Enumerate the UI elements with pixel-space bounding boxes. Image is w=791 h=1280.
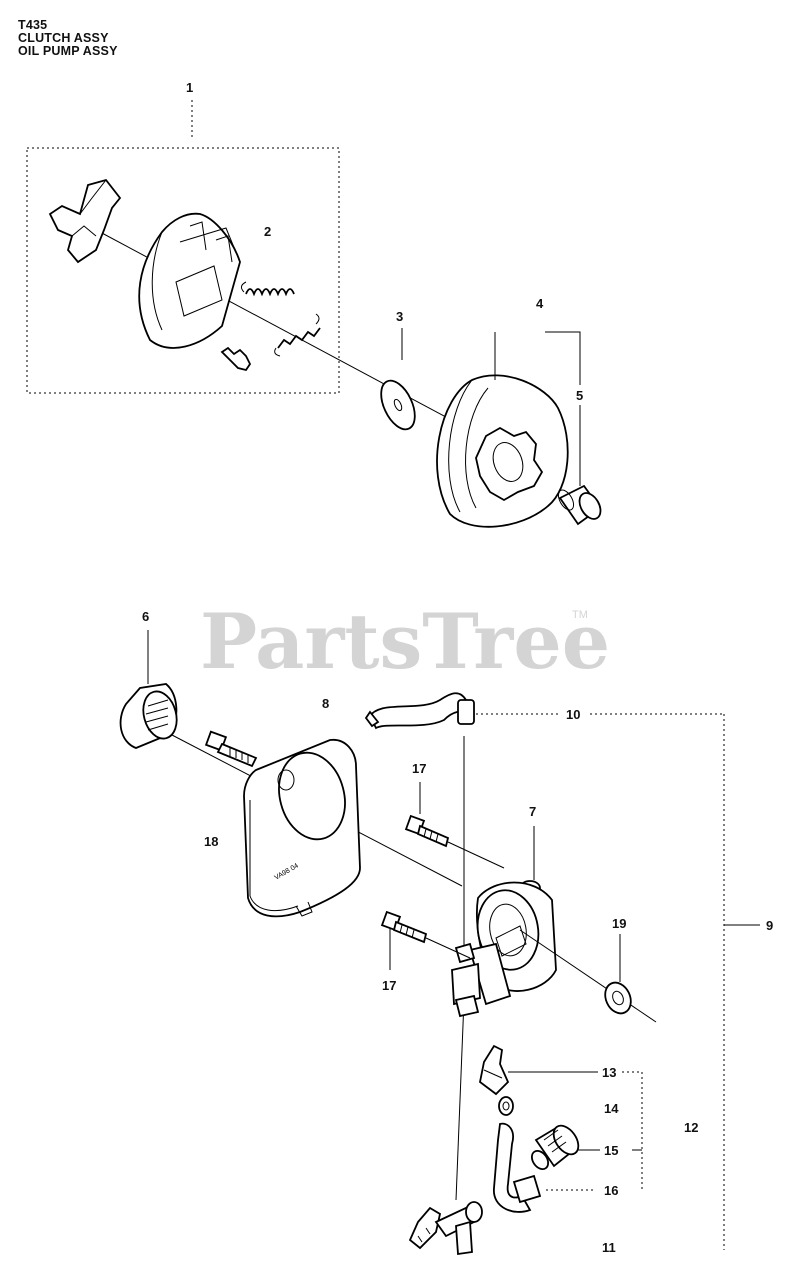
model-number: T435 xyxy=(18,18,48,32)
clutch-shoe-body xyxy=(138,212,241,349)
hose-clip-part-14 xyxy=(498,1096,514,1116)
callout-6: 6 xyxy=(142,609,149,624)
bolt-upper-left xyxy=(204,730,258,768)
clutch-group-box xyxy=(26,147,340,394)
callout-10: 10 xyxy=(566,707,580,722)
worm-gear-part-6 xyxy=(119,683,178,749)
callout-19: 19 xyxy=(612,916,626,931)
watermark-text: PartsTree xyxy=(200,597,610,686)
callout-15: 15 xyxy=(604,1143,618,1158)
pump-axis-lower xyxy=(519,929,657,1023)
bolt-axis-upper xyxy=(447,841,505,869)
callout-11: 11 xyxy=(602,1240,616,1255)
oil-hose-part-8 xyxy=(364,692,475,730)
needle-bearing-part-5 xyxy=(557,484,602,526)
clutch-spring-lower xyxy=(274,313,321,357)
washer-part-19 xyxy=(604,981,632,1015)
callout-17-upper: 17 xyxy=(412,761,426,776)
callout-18: 18 xyxy=(204,834,218,849)
assembly-title-oil-pump: OIL PUMP ASSY xyxy=(18,44,118,58)
callout-12: 12 xyxy=(684,1120,698,1135)
callout-7: 7 xyxy=(529,804,536,819)
callout-9: 9 xyxy=(766,918,773,933)
clutch-hub-piece xyxy=(48,178,122,264)
feed-line-lower xyxy=(455,999,465,1201)
suction-hose xyxy=(493,1122,542,1213)
bolt-part-17-upper xyxy=(404,814,450,848)
callout-17-lower: 17 xyxy=(382,978,396,993)
plate-part-18: VA98 04 xyxy=(243,739,361,918)
washer-part-3 xyxy=(380,379,416,431)
callout-14: 14 xyxy=(604,1101,619,1116)
bolt-axis-lower xyxy=(425,937,471,959)
callout-5: 5 xyxy=(576,388,583,403)
callout-2: 2 xyxy=(264,224,271,239)
bracket-12 xyxy=(622,1071,643,1190)
callout-8: 8 xyxy=(322,696,329,711)
bolt-part-17-lower xyxy=(380,910,428,944)
callout-13: 13 xyxy=(602,1065,616,1080)
clutch-spring-small xyxy=(220,346,252,372)
watermark-trademark: TM xyxy=(572,609,588,621)
callout-16: 16 xyxy=(604,1183,618,1198)
hose-fitting-part-13 xyxy=(479,1044,510,1096)
callout-1: 1 xyxy=(186,80,193,95)
oil-filter-part-15 xyxy=(530,1124,580,1171)
callout-3: 3 xyxy=(396,309,403,324)
oil-pump-body-part-7 xyxy=(451,880,557,1018)
assembly-title-clutch: CLUTCH ASSY xyxy=(18,31,109,45)
callout-4: 4 xyxy=(536,296,544,311)
clutch-spring-upper xyxy=(240,281,295,297)
elbow-fitting-part-11 xyxy=(408,1201,483,1256)
leader-4-5 xyxy=(545,331,581,385)
clutch-drum-part-4 xyxy=(436,374,569,528)
